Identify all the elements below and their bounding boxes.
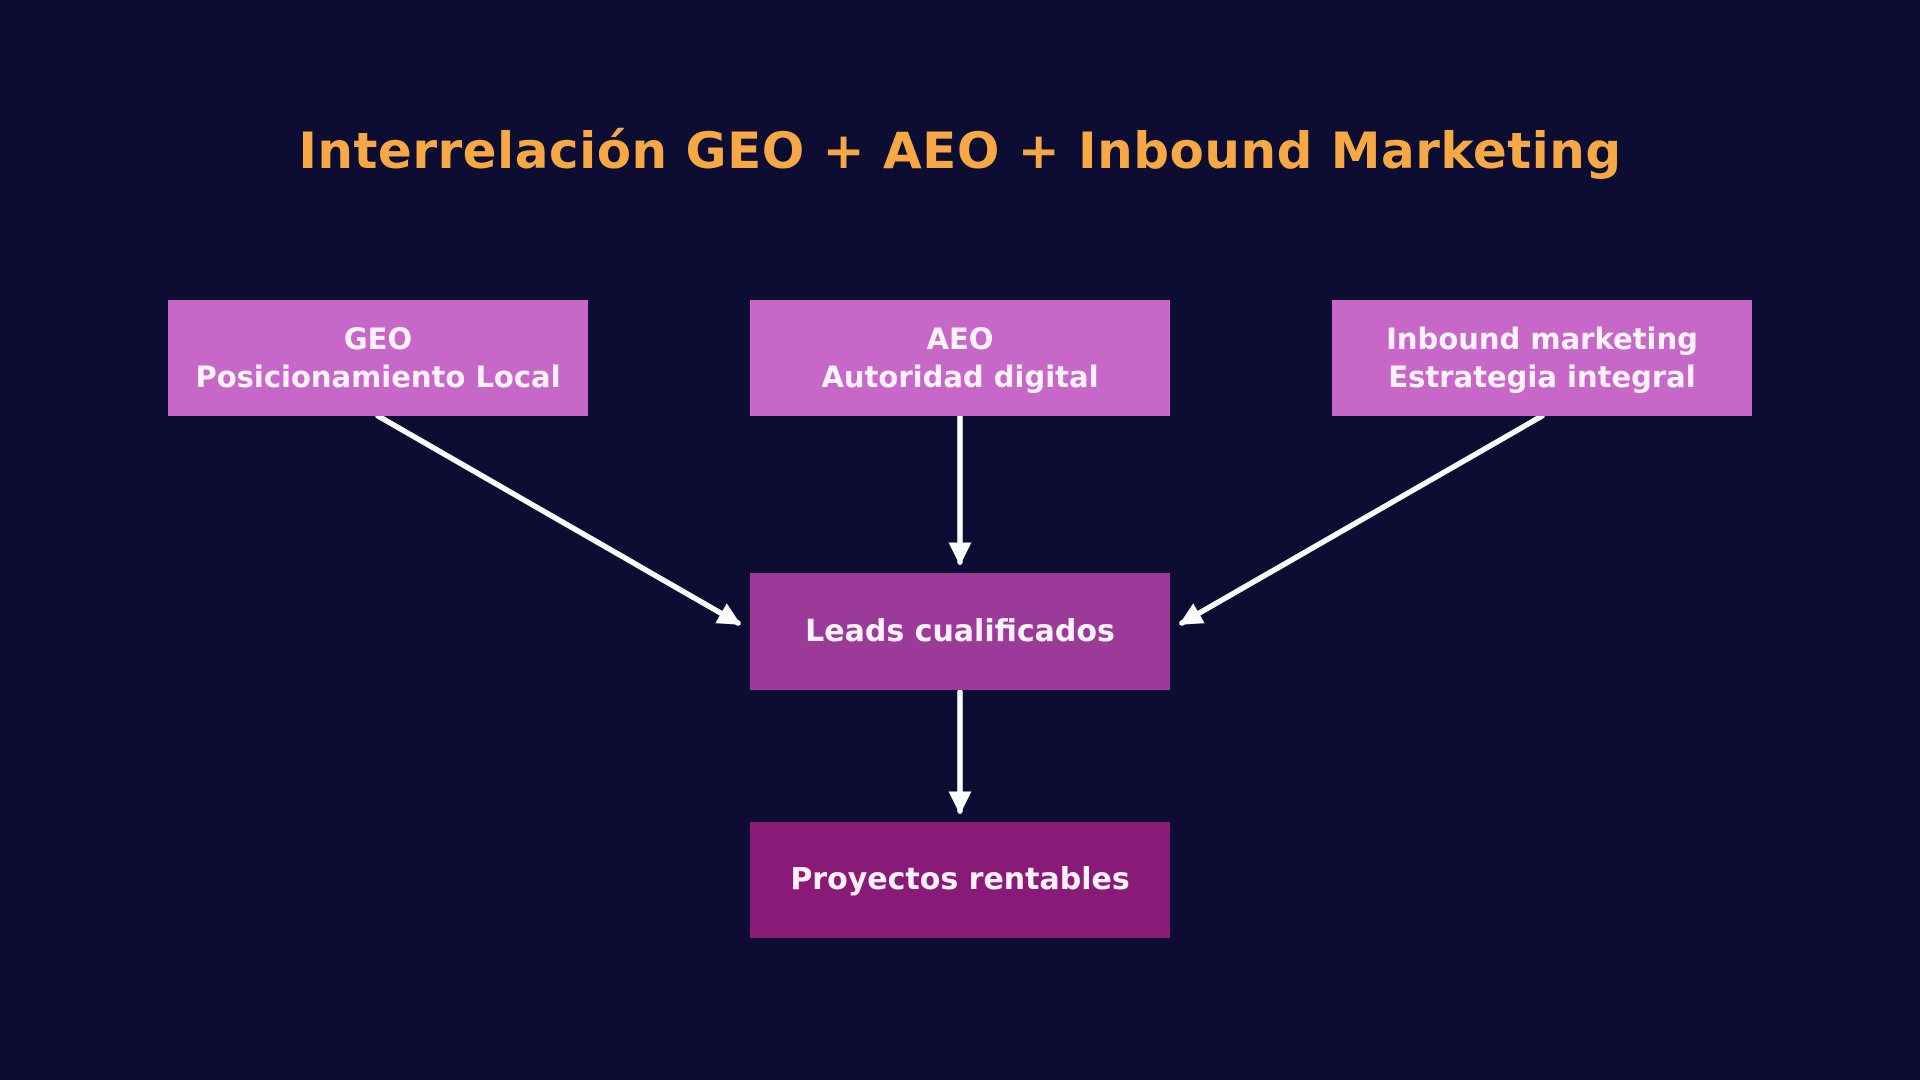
arrow-geo-to-leads: [375, 413, 742, 626]
node-inbound-title: Inbound marketing: [1386, 321, 1698, 356]
node-inbound: Inbound marketing Estrategia integral: [1332, 300, 1752, 416]
node-leads-label: Leads cualificados: [805, 613, 1115, 649]
node-geo-subtitle: Posicionamiento Local: [195, 360, 561, 394]
node-aeo-title: AEO: [926, 321, 994, 356]
arrow-inbound-to-leads: [1178, 413, 1545, 626]
node-leads: Leads cualificados: [750, 573, 1170, 690]
node-aeo-subtitle: Autoridad digital: [821, 360, 1099, 394]
node-geo-title: GEO: [343, 321, 413, 356]
node-geo: GEO Posicionamiento Local: [168, 300, 588, 416]
node-inbound-subtitle: Estrategia integral: [1388, 360, 1696, 394]
node-proyectos-label: Proyectos rentables: [790, 862, 1130, 898]
node-aeo: AEO Autoridad digital: [750, 300, 1170, 416]
node-proyectos: Proyectos rentables: [750, 822, 1170, 938]
diagram-title: Interrelación GEO + AEO + Inbound Market…: [298, 122, 1622, 180]
